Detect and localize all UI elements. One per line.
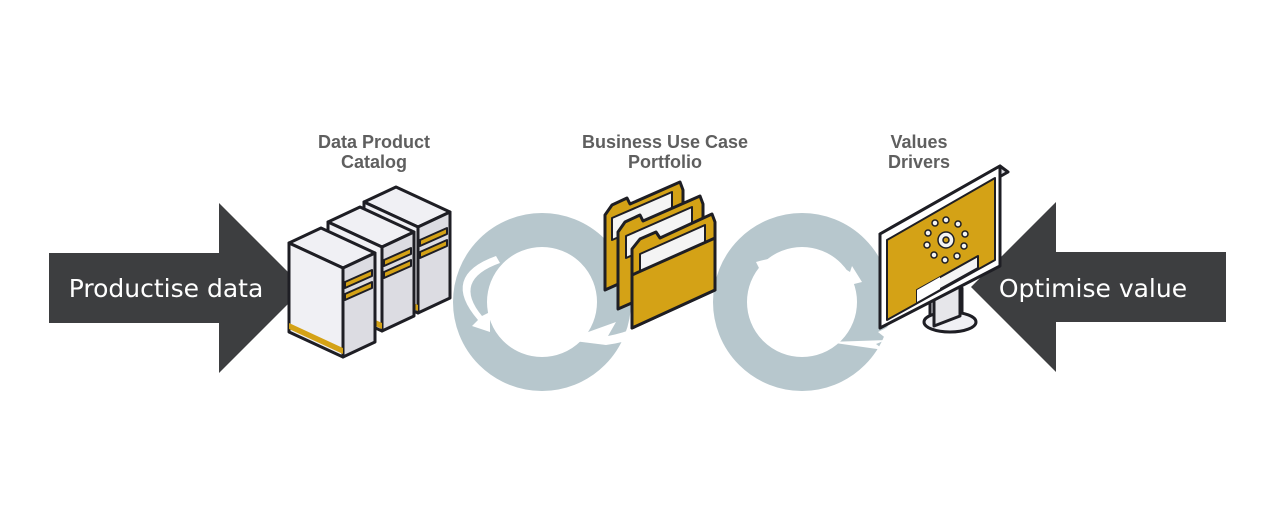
right-loop: [713, 213, 891, 391]
loading-spinner-icon: [923, 216, 969, 264]
server-unit-front: [287, 226, 377, 359]
optimise-value-arrow: Optimise value: [971, 202, 1226, 372]
stage-label-line1: Values: [890, 132, 947, 152]
right-loop-lower-arrow-icon: [828, 304, 912, 350]
optimise-value-label: Optimise value: [999, 274, 1187, 303]
stage-label-line2: Catalog: [341, 152, 407, 172]
monitor-icon: [878, 164, 1010, 334]
left-loop-direction-arc: [462, 256, 500, 332]
stage-label-business-use-case-portfolio: Business Use Case Portfolio: [582, 132, 748, 172]
productise-data-arrow: Productise data: [49, 203, 304, 373]
productise-data-label: Productise data: [69, 274, 264, 303]
left-loop-lower-arrow-icon: [566, 312, 662, 345]
right-loop-direction-arc: [756, 255, 862, 286]
stage-label-line1: Business Use Case: [582, 132, 748, 152]
left-arrow-shape: [49, 203, 304, 373]
stage-label-data-product-catalog: Data Product Catalog: [318, 132, 430, 172]
monitor-stand: [922, 284, 978, 334]
folders-icon: [603, 180, 717, 330]
server-stack-icon: [287, 185, 452, 359]
stage-label-line2: Drivers: [888, 152, 950, 172]
stage-label-line1: Data Product: [318, 132, 430, 152]
stage-label-values-drivers: Values Drivers: [888, 132, 950, 172]
folder-front: [630, 212, 717, 330]
stage-label-line2: Portfolio: [628, 152, 702, 172]
infinity-loop: [453, 213, 912, 391]
monitor-screen: [878, 164, 1010, 330]
right-arrow-shape: [971, 202, 1226, 372]
left-loop: [453, 213, 631, 391]
